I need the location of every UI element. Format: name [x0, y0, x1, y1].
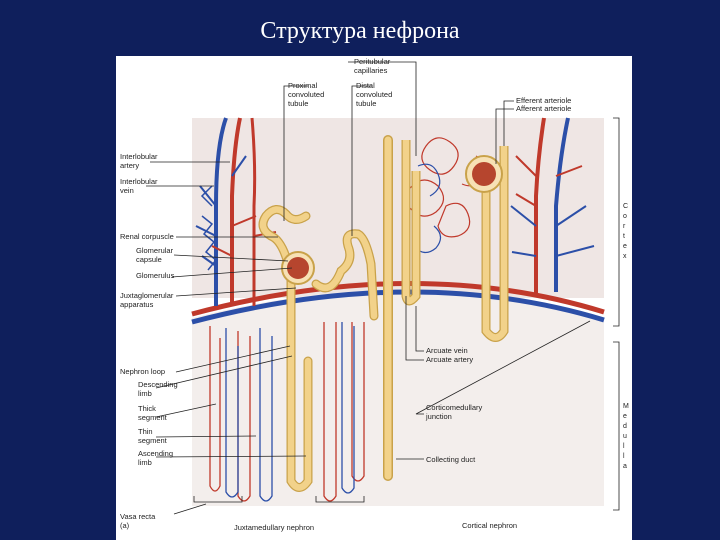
interlobular-vein-right — [554, 117, 570, 292]
slide-title: Структура нефрона — [260, 18, 460, 44]
label-interlobular-artery-line2: artery — [120, 161, 139, 170]
label-corticomedullary-line1: Corticomedullary — [426, 403, 483, 412]
cortex-letter-1: C — [623, 203, 628, 210]
label-renal-corpuscle: Renal corpuscle — [120, 232, 174, 241]
label-interlobular-artery-line1: Interlobular — [120, 152, 158, 161]
medulla-letter-7: a — [623, 463, 627, 470]
cortex-bracket — [613, 117, 620, 327]
cortical-glomerulus — [472, 162, 496, 186]
label-proximal-line1: Proximal — [288, 81, 318, 90]
label-juxtamedullary-nephron: Juxtamedullary nephron — [234, 523, 314, 532]
vasa-recta-bracket-right — [315, 496, 365, 503]
medulla-letter-2: e — [623, 413, 627, 420]
medulla-letter-5: l — [623, 443, 625, 450]
cortical-vein-mesh — [200, 185, 218, 271]
medulla-letter-4: u — [623, 433, 627, 440]
label-descending-limb-line2: limb — [138, 389, 152, 398]
label-peritubular-line1: Peritubular — [354, 57, 391, 66]
cortex-letter-3: r — [623, 223, 626, 230]
label-juxtaglomerular-line2: apparatus — [120, 300, 154, 309]
label-interlobular-vein-line1: Interlobular — [120, 177, 158, 186]
interlobular-artery-right — [534, 117, 546, 294]
label-thin-segment-line1: Thin — [138, 427, 153, 436]
vasa-recta-arterial — [209, 322, 365, 502]
vasa-recta-bracket-left — [193, 496, 243, 503]
leader-lines — [146, 61, 591, 515]
label-efferent-arteriole: Efferent arteriole — [516, 96, 571, 105]
label-panel-marker: (a) — [120, 521, 130, 530]
interlobular-artery — [230, 117, 242, 304]
label-cortical-nephron: Cortical nephron — [462, 521, 517, 530]
vasa-recta-venous — [225, 322, 355, 502]
label-thick-segment-line1: Thick — [138, 404, 156, 413]
label-distal-line3: tubule — [356, 99, 376, 108]
label-afferent-arteriole: Afferent arteriole — [516, 104, 571, 113]
medulla-letter-1: M — [623, 403, 629, 410]
label-proximal-line2: convoluted — [288, 90, 324, 99]
cortical-nephron-loop — [482, 146, 508, 341]
label-peritubular-line2: capillaries — [354, 66, 388, 75]
juxtamedullary-tubule — [259, 206, 378, 491]
label-nephron-loop: Nephron loop — [120, 367, 165, 376]
label-distal-line1: Distal — [356, 81, 375, 90]
medulla-letter-6: l — [623, 453, 625, 460]
cortex-letter-6: x — [623, 253, 627, 260]
label-vasa-recta: Vasa recta — [120, 512, 156, 521]
label-proximal-line3: tubule — [288, 99, 308, 108]
nephron-diagram: Interlobular artery Interlobular vein Re… — [120, 57, 629, 532]
label-descending-limb-line1: Descending — [138, 380, 178, 389]
label-glomerulus: Glomerulus — [136, 271, 175, 280]
glomerulus — [287, 257, 309, 279]
cortex-letter-5: e — [623, 243, 627, 250]
label-thin-segment-line2: segment — [138, 436, 168, 445]
label-interlobular-vein-line2: vein — [120, 186, 134, 195]
label-glomerular-capsule-line1: Glomerular — [136, 246, 174, 255]
label-glomerular-capsule-line2: capsule — [136, 255, 162, 264]
label-ascending-limb-line2: limb — [138, 458, 152, 467]
label-juxtaglomerular-line1: Juxtaglomerular — [120, 291, 174, 300]
cortex-letter-4: t — [623, 233, 625, 240]
label-thick-segment-line2: segment — [138, 413, 168, 422]
cortex-letter-2: o — [623, 213, 627, 220]
medulla-bracket — [613, 341, 620, 511]
medulla-letter-3: d — [623, 423, 627, 430]
medulla-region — [192, 289, 604, 506]
interlobular-artery-2 — [250, 117, 257, 306]
nephron-figure: Interlobular artery Interlobular vein Re… — [116, 56, 632, 540]
interlobular-vein — [214, 117, 228, 306]
label-collecting-duct: Collecting duct — [426, 455, 476, 464]
label-corticomedullary-line2: junction — [425, 412, 452, 421]
label-ascending-limb-line1: Ascending — [138, 449, 173, 458]
label-arcuate-vein: Arcuate vein — [426, 346, 468, 355]
label-arcuate-artery: Arcuate artery — [426, 355, 473, 364]
label-distal-line2: convoluted — [356, 90, 392, 99]
